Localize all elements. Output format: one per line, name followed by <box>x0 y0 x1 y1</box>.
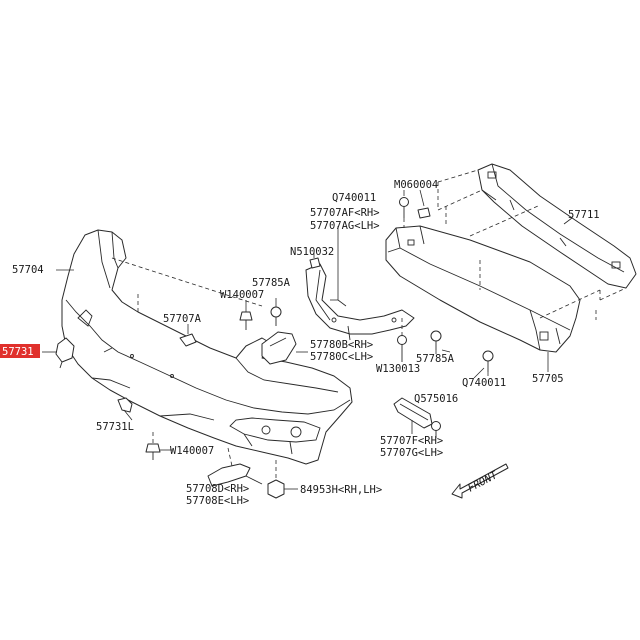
assembly-dash-lines <box>403 169 627 378</box>
label-q740011-top: Q740011 <box>332 192 376 204</box>
clip-n510032[interactable] <box>309 257 321 269</box>
bolt-m060004[interactable] <box>417 207 431 219</box>
clip-w140007-bottom[interactable] <box>145 443 161 460</box>
bolt-57785a-right[interactable] <box>430 330 442 350</box>
label-57785a-right: 57785A <box>416 353 455 365</box>
label-w140007-top: W140007 <box>220 289 264 301</box>
label-57708e: 57708E<LH> <box>186 495 249 507</box>
label-57707a: 57707A <box>163 313 202 325</box>
bumper-cover[interactable] <box>61 229 353 465</box>
bolt-q740011-top[interactable] <box>399 197 409 219</box>
label-57785a-left: 57785A <box>252 277 291 289</box>
label-57705: 57705 <box>532 373 564 385</box>
side-bracket-57731[interactable] <box>55 337 75 369</box>
label-57708d: 57708D<RH> <box>186 483 249 495</box>
label-q575016: Q575016 <box>414 393 458 405</box>
absorber-57705[interactable] <box>385 225 581 353</box>
label-w130013: W130013 <box>376 363 420 375</box>
label-57780c: 57780C<LH> <box>310 351 373 363</box>
bolt-w130013[interactable] <box>397 335 407 363</box>
label-57780b: 57780B<RH> <box>310 339 373 351</box>
label-57707g: 57707G<LH> <box>380 447 443 459</box>
label-57731: 57731 <box>2 346 34 358</box>
bracket-57707a[interactable] <box>179 333 197 347</box>
leader-lines <box>56 189 573 379</box>
cover-57780[interactable] <box>261 331 297 365</box>
label-57707f: 57707F<RH> <box>380 435 443 447</box>
plug-84953h[interactable] <box>267 479 285 499</box>
side-bracket-57707af[interactable] <box>305 263 415 341</box>
part-labels: 57704 57707A 57731L W140007 W140007 5778… <box>12 179 600 507</box>
beam-57711[interactable] <box>477 163 637 289</box>
bracket-57731l[interactable] <box>117 397 133 413</box>
lower-trim-57708[interactable] <box>207 463 251 487</box>
label-57704: 57704 <box>12 264 44 276</box>
bolt-q740011-bottom[interactable] <box>482 350 494 372</box>
label-q740011-bottom: Q740011 <box>462 377 506 389</box>
label-57711: 57711 <box>568 209 600 221</box>
label-57707af: 57707AF<RH> <box>310 207 380 219</box>
front-label: FRONT <box>466 469 500 495</box>
label-57731l: 57731L <box>96 421 134 433</box>
clip-w140007-top[interactable] <box>239 311 253 330</box>
label-m060004: M060004 <box>394 179 438 191</box>
front-arrow-icon <box>451 463 509 499</box>
label-84953h: 84953H<RH,LH> <box>300 484 382 496</box>
label-57707ag: 57707AG<LH> <box>310 220 380 232</box>
label-w140007-bottom: W140007 <box>170 445 214 457</box>
highlight-57731[interactable]: 57731 <box>0 344 40 358</box>
label-n510032: N510032 <box>290 246 334 258</box>
bolt-q575016[interactable] <box>431 421 441 439</box>
bolt-57785a-left[interactable] <box>270 306 282 326</box>
